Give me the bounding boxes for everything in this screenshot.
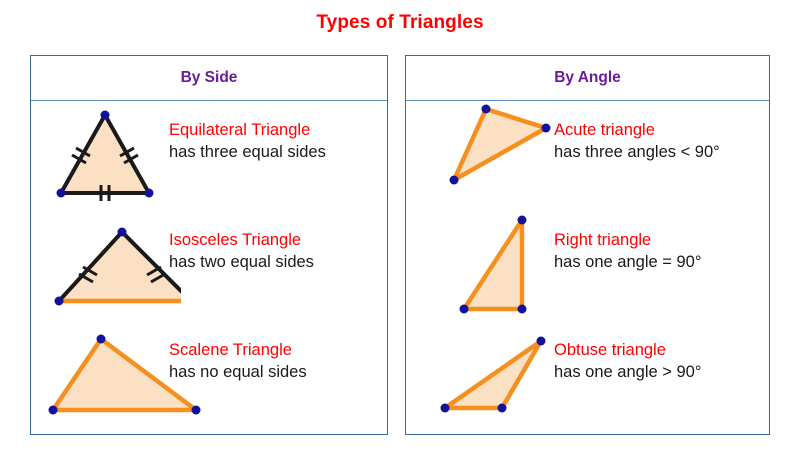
panel-body-by-angle: Acute triangle has three angles < 90° Ri…	[406, 101, 769, 433]
caption-title-isosceles: Isosceles Triangle	[169, 231, 302, 249]
panel-body-by-side: Equilateral Triangle has three equal sid…	[31, 101, 387, 433]
caption-desc-scalene: has no equal sides	[169, 363, 307, 381]
panel-header-by-angle: By Angle	[406, 56, 769, 101]
shape-isosceles-triangle	[31, 211, 181, 321]
row-acute: Acute triangle has three angles < 90°	[406, 101, 769, 211]
caption-obtuse: Obtuse triangle has one angle > 90°	[554, 339, 701, 384]
page-title: Types of Triangles	[316, 12, 484, 33]
caption-desc-equilateral: has three equal sides	[169, 143, 326, 161]
row-obtuse: Obtuse triangle has one angle > 90°	[406, 321, 769, 431]
obtuse-vertex-dots	[440, 336, 546, 413]
caption-title-acute: Acute triangle	[554, 121, 655, 139]
panel-header-by-side: By Side	[31, 56, 387, 101]
caption-desc-isosceles: has two equal sides	[169, 253, 314, 271]
panel-header-label-by-side: By Side	[180, 69, 238, 86]
shape-equilateral-triangle	[31, 101, 181, 211]
caption-title-scalene: Scalene Triangle	[169, 341, 292, 359]
caption-title-right: Right triangle	[554, 231, 652, 249]
right-vertex-dots	[459, 215, 527, 314]
equilateral-vertex-dots	[56, 110, 154, 198]
shape-obtuse-triangle	[406, 321, 556, 431]
caption-desc-acute: has three angles < 90°	[554, 143, 720, 161]
caption-scalene: Scalene Triangle has no equal sides	[169, 339, 307, 384]
shape-acute-triangle	[406, 101, 556, 211]
caption-isosceles: Isosceles Triangle has two equal sides	[169, 229, 314, 274]
shape-right-triangle	[406, 211, 556, 321]
acute-vertex-dots	[449, 104, 551, 185]
row-scalene: Scalene Triangle has no equal sides	[31, 321, 387, 431]
caption-title-equilateral: Equilateral Triangle	[169, 121, 311, 139]
caption-title-obtuse: Obtuse triangle	[554, 341, 666, 359]
shape-scalene-triangle	[31, 321, 201, 431]
row-right: Right triangle has one angle = 90°	[406, 211, 769, 321]
row-equilateral: Equilateral Triangle has three equal sid…	[31, 101, 387, 211]
caption-acute: Acute triangle has three angles < 90°	[554, 119, 720, 164]
isosceles-vertex-dots	[54, 227, 127, 306]
caption-right: Right triangle has one angle = 90°	[554, 229, 701, 274]
caption-equilateral: Equilateral Triangle has three equal sid…	[169, 119, 326, 164]
equilateral-tick-marks	[71, 146, 139, 201]
isosceles-fill	[59, 232, 181, 301]
obtuse-polygon	[442, 338, 544, 411]
panel-by-side: By Side	[30, 55, 388, 435]
scalene-vertex-dots	[48, 334, 201, 415]
equilateral-polygon	[59, 113, 151, 195]
right-polygon	[461, 217, 525, 312]
acute-polygon	[451, 106, 549, 183]
isosceles-tick-marks	[78, 265, 166, 284]
caption-desc-obtuse: has one angle > 90°	[554, 363, 702, 381]
panel-header-label-by-angle: By Angle	[554, 69, 621, 86]
scalene-polygon	[50, 336, 199, 413]
row-isosceles: Isosceles Triangle has two equal sides	[31, 211, 387, 321]
caption-desc-right: has one angle = 90°	[554, 253, 702, 271]
panel-by-angle: By Angle Acute triangle has three angles…	[405, 55, 770, 435]
